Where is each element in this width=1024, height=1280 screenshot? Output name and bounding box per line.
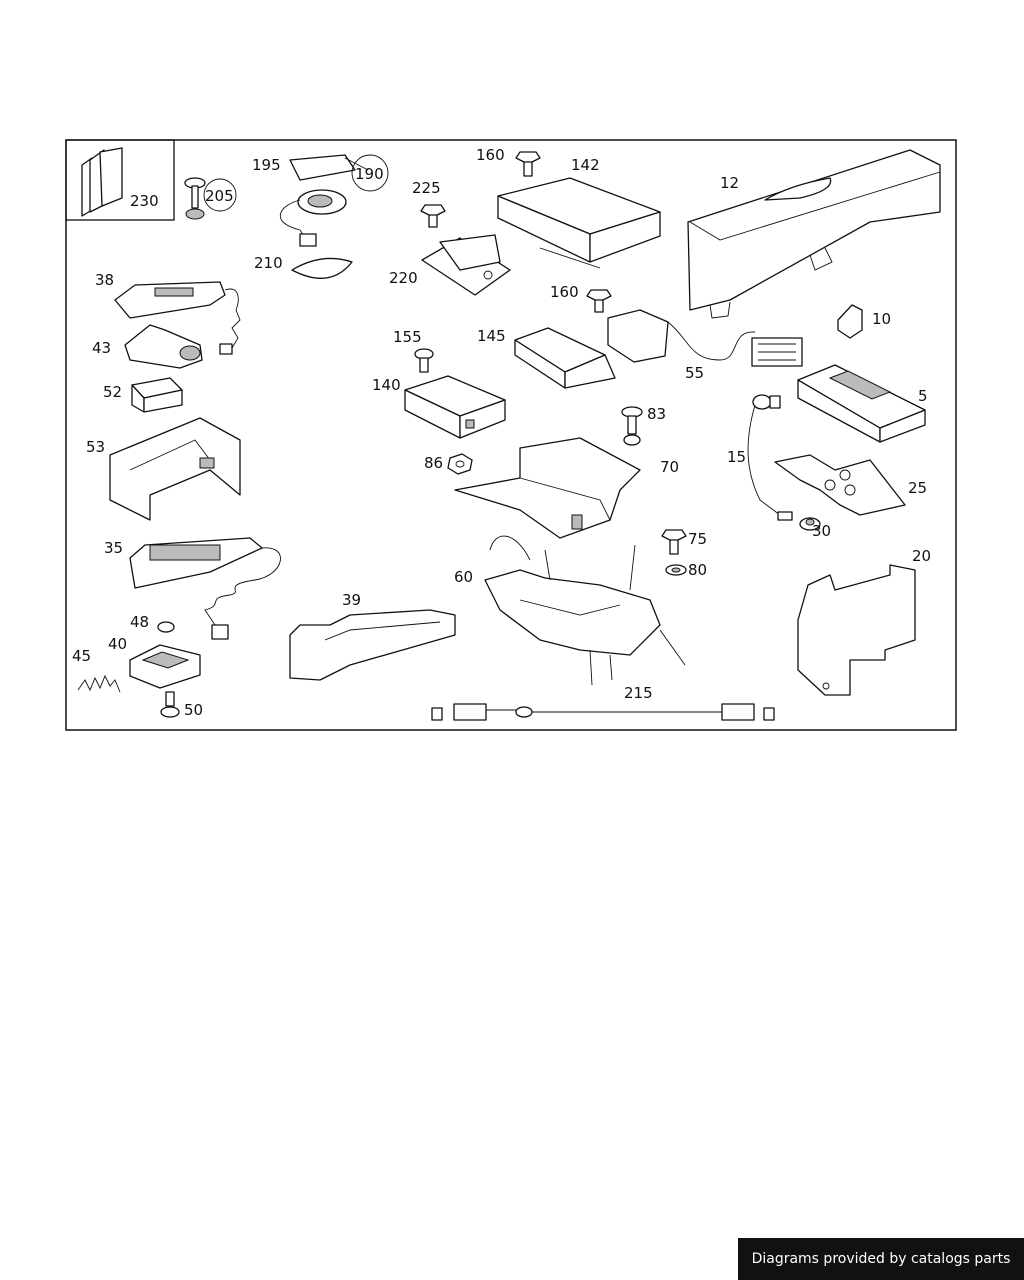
part-160-screw-mid — [586, 289, 612, 313]
label-86: 86 — [424, 454, 443, 472]
part-45-spring — [77, 674, 121, 693]
label-225: 225 — [412, 179, 441, 197]
label-83: 83 — [647, 405, 666, 423]
part-15-antenna-cable — [747, 394, 793, 521]
label-210: 210 — [254, 254, 283, 272]
label-5: 5 — [918, 387, 928, 405]
part-86-nut — [447, 453, 473, 475]
part-35-handset — [129, 537, 281, 640]
label-10: 10 — [872, 310, 891, 328]
label-48: 48 — [130, 613, 149, 631]
part-80-washer — [665, 564, 687, 576]
part-70-tray — [454, 437, 641, 539]
label-160-mid: 160 — [550, 283, 579, 301]
label-60: 60 — [454, 568, 473, 586]
part-145-module — [514, 327, 616, 389]
part-53-bracket — [109, 417, 241, 521]
label-20: 20 — [912, 547, 931, 565]
label-15: 15 — [727, 448, 746, 466]
part-55-cable — [607, 309, 803, 367]
part-40-holder — [129, 644, 201, 689]
part-25-plate — [774, 454, 906, 516]
part-5-unit — [797, 364, 926, 443]
part-225-screw — [420, 204, 446, 228]
label-142: 142 — [571, 156, 600, 174]
part-50-screw — [160, 691, 180, 718]
part-39-holder — [289, 609, 456, 681]
part-48-cap — [157, 621, 175, 633]
label-43: 43 — [92, 339, 111, 357]
part-83-screw — [621, 406, 643, 446]
part-60-support-frame — [484, 535, 686, 686]
label-160-top: 160 — [476, 146, 505, 164]
part-230-manual — [81, 147, 123, 217]
part-195-plate — [289, 154, 389, 192]
part-52-box — [131, 377, 183, 413]
label-75: 75 — [688, 530, 707, 548]
label-38: 38 — [95, 271, 114, 289]
label-53: 53 — [86, 438, 105, 456]
label-155: 155 — [393, 328, 422, 346]
diagram-frame — [65, 139, 957, 731]
label-230: 230 — [130, 192, 159, 210]
part-205-pin — [184, 177, 237, 220]
part-142-control-unit — [497, 177, 661, 269]
label-80: 80 — [688, 561, 707, 579]
label-190: 190 — [355, 165, 384, 183]
part-38-handset — [114, 281, 241, 355]
label-195: 195 — [252, 156, 281, 174]
part-140-module — [404, 375, 506, 439]
label-12: 12 — [720, 174, 739, 192]
part-155-screw — [414, 348, 434, 373]
label-220: 220 — [389, 269, 418, 287]
part-30-grommet — [799, 517, 821, 531]
label-70: 70 — [660, 458, 679, 476]
label-205: 205 — [205, 187, 234, 205]
callout-labels: 230 205 195 190 210 160 142 225 220 12 3… — [72, 146, 931, 719]
label-25: 25 — [908, 479, 927, 497]
part-microphone-assembly — [279, 189, 353, 279]
part-220-bracket — [421, 234, 511, 296]
part-10-clip — [837, 304, 863, 339]
inset-box-230 — [65, 139, 175, 221]
part-75-screw — [661, 529, 687, 555]
label-40: 40 — [108, 635, 127, 653]
label-50: 50 — [184, 701, 203, 719]
part-160-screw-top — [515, 151, 541, 177]
part-12-cover — [687, 149, 941, 319]
label-30: 30 — [812, 522, 831, 540]
label-39: 39 — [342, 591, 361, 609]
label-215: 215 — [624, 684, 653, 702]
label-45: 45 — [72, 647, 91, 665]
label-52: 52 — [103, 383, 122, 401]
label-35: 35 — [104, 539, 123, 557]
label-145: 145 — [477, 327, 506, 345]
label-140: 140 — [372, 376, 401, 394]
part-43-cradle — [124, 324, 203, 369]
label-55: 55 — [685, 364, 704, 382]
part-215-cable — [431, 703, 775, 721]
credit-banner: Diagrams provided by catalogs parts — [738, 1238, 1024, 1280]
part-20-bracket — [797, 564, 916, 696]
